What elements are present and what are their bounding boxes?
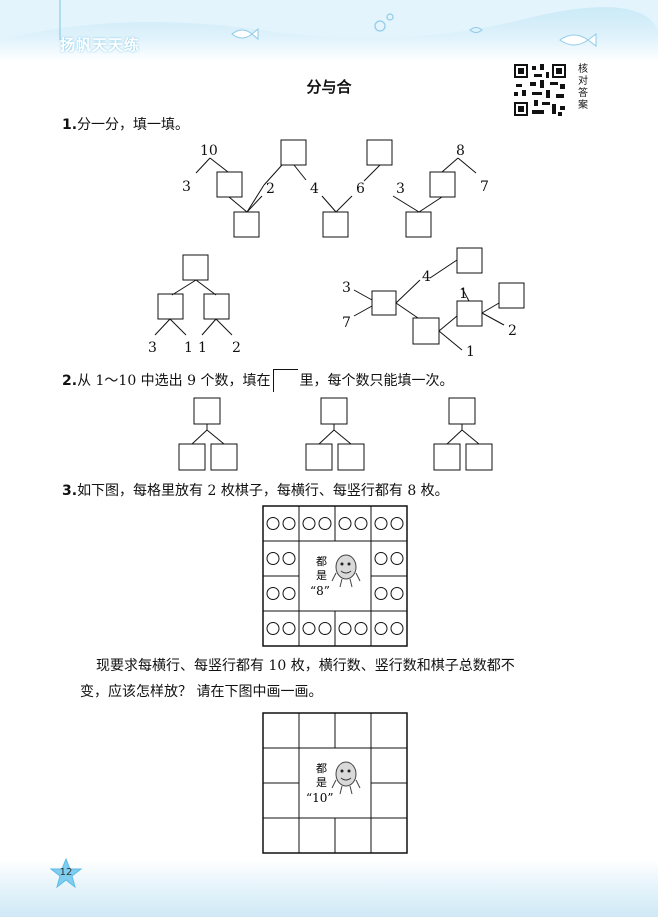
chain-number: 3 [396,181,405,197]
header-wave-decoration [0,0,658,47]
chess-piece-icon [266,552,280,565]
chess-piece-icon [302,622,316,635]
instruction-line-2: 变，应该怎样放？ 请在下图中画一画。 [80,684,323,700]
chess-piece-icon [390,587,404,600]
page-number: 12 [59,867,73,878]
grid-value-label: “8” [310,584,330,598]
footer-band [0,860,658,917]
chess-piece-icon [282,552,296,565]
question-3: 3.如下图，每格里放有 2 枚棋子，每横行、每竖行都有 8 枚。 [62,483,449,499]
blank-box-icon [272,369,298,392]
chess-piece-icon [390,552,404,565]
question-2: 2.从 1～10 中选出 9 个数，填在里，每个数只能填一次。 [62,369,454,392]
tree-number: 2 [508,323,517,339]
tree-blank [178,397,238,471]
chessboard-grid-10: 都 是 “10” [262,712,408,854]
star-icon [50,858,82,888]
chess-piece-icon [338,622,352,635]
brand-logo: 扬帆天天练 [60,36,141,54]
chess-piece-icon [338,517,352,530]
chess-piece-icon [318,622,332,635]
chess-piece-icon [266,587,280,600]
tree-number: 1 [184,340,193,356]
chess-piece-icon [282,622,296,635]
chess-piece-icon [282,517,296,530]
chess-piece-icon [390,622,404,635]
instruction-line-1: 现要求每横行、每竖行都有 10 枚，横行数、竖行数和棋子总数都不 [96,658,515,674]
chess-piece-icon [390,517,404,530]
center-label: 是 [316,569,327,582]
question-1: 1.分一分，填一填。 [62,117,190,133]
tree-number: 1 [459,286,468,302]
page-title: 分与合 [306,78,352,96]
chess-piece-icon [354,517,368,530]
chess-piece-icon [374,622,388,635]
chess-piece-icon [266,622,280,635]
fish-icon [559,33,597,47]
qr-code-icon [512,62,568,118]
chain-number: 3 [182,179,191,195]
chain-number: 8 [456,143,465,159]
tree-number: 1 [198,340,207,356]
tree-number: 4 [422,269,431,285]
chess-piece-icon [354,622,368,635]
tree-number: 3 [342,280,351,296]
tree-number: 2 [232,340,241,356]
center-label: 都 [316,762,327,775]
chess-piece-icon [302,517,316,530]
chain-number: 6 [356,181,365,197]
fish-icon [231,27,259,41]
tree-number: 1 [466,344,475,360]
chain-number: 2 [266,181,275,197]
grid-value-label: “10” [306,791,334,805]
chain-number: 4 [310,181,319,197]
chessboard-grid-8: 都 是 “8” [262,505,408,647]
chess-piece-icon [374,587,388,600]
chess-piece-icon [282,587,296,600]
center-label: 是 [316,776,327,789]
chess-piece-icon [266,517,280,530]
chain-number: 7 [480,179,489,195]
tree-number: 7 [342,315,351,331]
bubble-icon [374,13,394,32]
chain-number: 10 [200,143,218,159]
mascot-icon [331,761,361,795]
tree-blank [305,397,365,471]
chess-piece-icon [374,517,388,530]
chess-piece-icon [374,552,388,565]
chess-piece-icon [318,517,332,530]
qr-label: 核对答案 [578,64,588,111]
fish-outline-icon [469,27,483,33]
tree-blank [433,397,493,471]
tree-number: 3 [148,340,157,356]
mascot-icon [331,554,361,588]
center-label: 都 [316,555,327,568]
